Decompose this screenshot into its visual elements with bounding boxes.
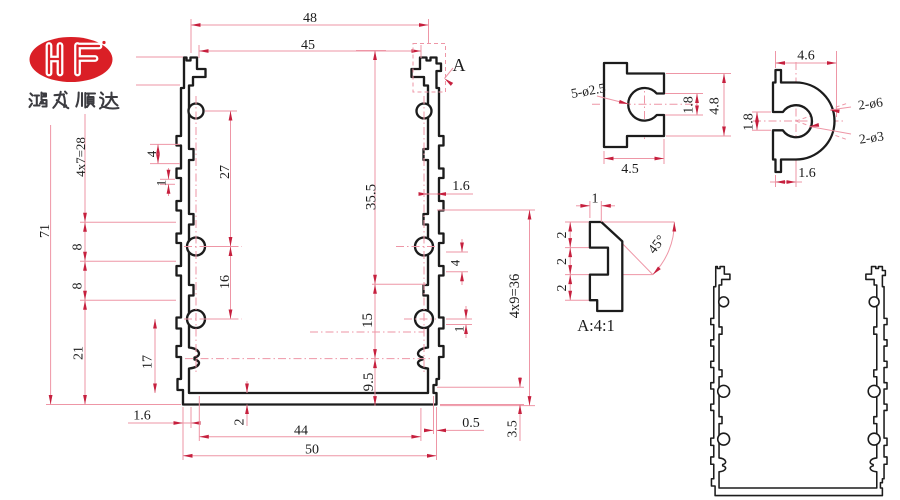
svg-text:8: 8 [71, 244, 86, 251]
svg-text:0.5: 0.5 [462, 416, 480, 431]
svg-text:21: 21 [72, 346, 87, 360]
svg-text:4.8: 4.8 [708, 97, 723, 115]
svg-text:27: 27 [218, 165, 233, 179]
svg-text:4.6: 4.6 [797, 49, 815, 64]
svg-text:1: 1 [154, 180, 169, 187]
svg-text:4: 4 [144, 150, 159, 157]
svg-text:A:4:1: A:4:1 [577, 316, 615, 335]
svg-text:1: 1 [452, 326, 467, 333]
svg-text:4.5: 4.5 [621, 162, 639, 177]
svg-text:71: 71 [38, 224, 53, 238]
svg-text:50: 50 [305, 443, 319, 458]
svg-text:17: 17 [141, 355, 156, 369]
svg-text:9.5: 9.5 [361, 373, 377, 392]
svg-text:2: 2 [555, 232, 570, 239]
svg-text:2: 2 [555, 285, 570, 292]
svg-text:2-ø6: 2-ø6 [857, 94, 884, 112]
svg-text:8: 8 [71, 283, 86, 290]
svg-text:45: 45 [301, 38, 315, 53]
svg-text:48: 48 [303, 11, 317, 26]
svg-text:1.8: 1.8 [682, 96, 697, 114]
svg-text:1.6: 1.6 [452, 179, 470, 194]
svg-text:1.8: 1.8 [742, 113, 757, 131]
svg-text:1.6: 1.6 [133, 409, 151, 424]
svg-text:2: 2 [555, 258, 570, 265]
svg-text:2: 2 [233, 419, 248, 426]
svg-text:1: 1 [592, 192, 599, 207]
svg-text:4x9=36: 4x9=36 [507, 274, 523, 318]
svg-text:5-ø2.5: 5-ø2.5 [570, 80, 607, 101]
svg-text:44: 44 [294, 424, 308, 439]
svg-text:16: 16 [218, 275, 233, 289]
svg-text:4x7=28: 4x7=28 [73, 137, 88, 177]
svg-text:4: 4 [448, 259, 463, 266]
svg-text:A: A [453, 55, 466, 75]
svg-text:3.5: 3.5 [506, 420, 521, 438]
svg-text:1.6: 1.6 [798, 166, 816, 181]
svg-text:35.5: 35.5 [364, 184, 380, 210]
svg-text:2-ø3: 2-ø3 [858, 128, 885, 146]
svg-text:15: 15 [360, 313, 376, 328]
